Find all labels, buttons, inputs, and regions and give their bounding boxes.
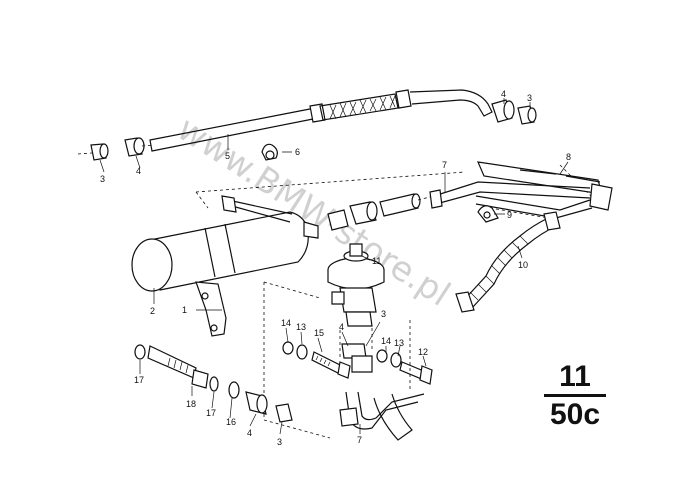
fastener-set — [282, 341, 433, 385]
callout-8: 8 — [566, 152, 571, 162]
group-code: 11 50c — [540, 362, 610, 431]
carrier-bracket — [429, 161, 613, 219]
callout-3: 3 — [381, 309, 386, 319]
callout-3: 3 — [527, 93, 532, 103]
callout-4: 4 — [247, 428, 252, 438]
callout-17: 17 — [134, 375, 144, 385]
callout-7: 7 — [357, 435, 362, 445]
leader-lines — [99, 98, 569, 435]
callout-9: 9 — [507, 210, 512, 220]
callout-7: 7 — [442, 160, 447, 170]
group-code-divider — [544, 394, 606, 397]
callout-5: 5 — [225, 151, 230, 161]
callout-14: 14 — [281, 318, 291, 328]
group-code-major: 11 — [559, 360, 591, 393]
callout-6: 6 — [295, 147, 300, 157]
callout-13: 13 — [296, 322, 306, 332]
callout-15: 15 — [314, 328, 324, 338]
callout-numbers: 1 2 3 3 3 3 4 4 4 4 5 6 7 7 8 9 10 11 12… — [100, 89, 571, 447]
pressure-regulator — [327, 243, 385, 327]
inline-fittings — [327, 193, 435, 231]
callout-11: 11 — [372, 256, 381, 266]
callout-17: 17 — [206, 408, 216, 418]
assembly-frame — [195, 164, 606, 221]
callout-3: 3 — [100, 174, 105, 184]
group-code-minor: 50c — [549, 398, 601, 431]
callout-13: 13 — [394, 338, 404, 348]
callout-4: 4 — [136, 166, 141, 176]
callout-12: 12 — [418, 347, 428, 357]
callout-2: 2 — [150, 306, 155, 316]
fuel-filter — [131, 195, 319, 337]
callout-4: 4 — [339, 322, 344, 332]
braided-hose — [455, 211, 561, 313]
callout-10: 10 — [518, 260, 528, 270]
callout-14: 14 — [381, 336, 391, 346]
callout-3: 3 — [277, 437, 282, 447]
callout-4: 4 — [501, 89, 506, 99]
explode-lines — [263, 281, 411, 439]
top-hose-line — [77, 89, 537, 161]
callout-18: 18 — [186, 399, 196, 409]
feed-pipe — [134, 344, 293, 423]
callout-1: 1 — [182, 305, 187, 315]
return-hose — [339, 391, 425, 441]
callout-16: 16 — [226, 417, 236, 427]
